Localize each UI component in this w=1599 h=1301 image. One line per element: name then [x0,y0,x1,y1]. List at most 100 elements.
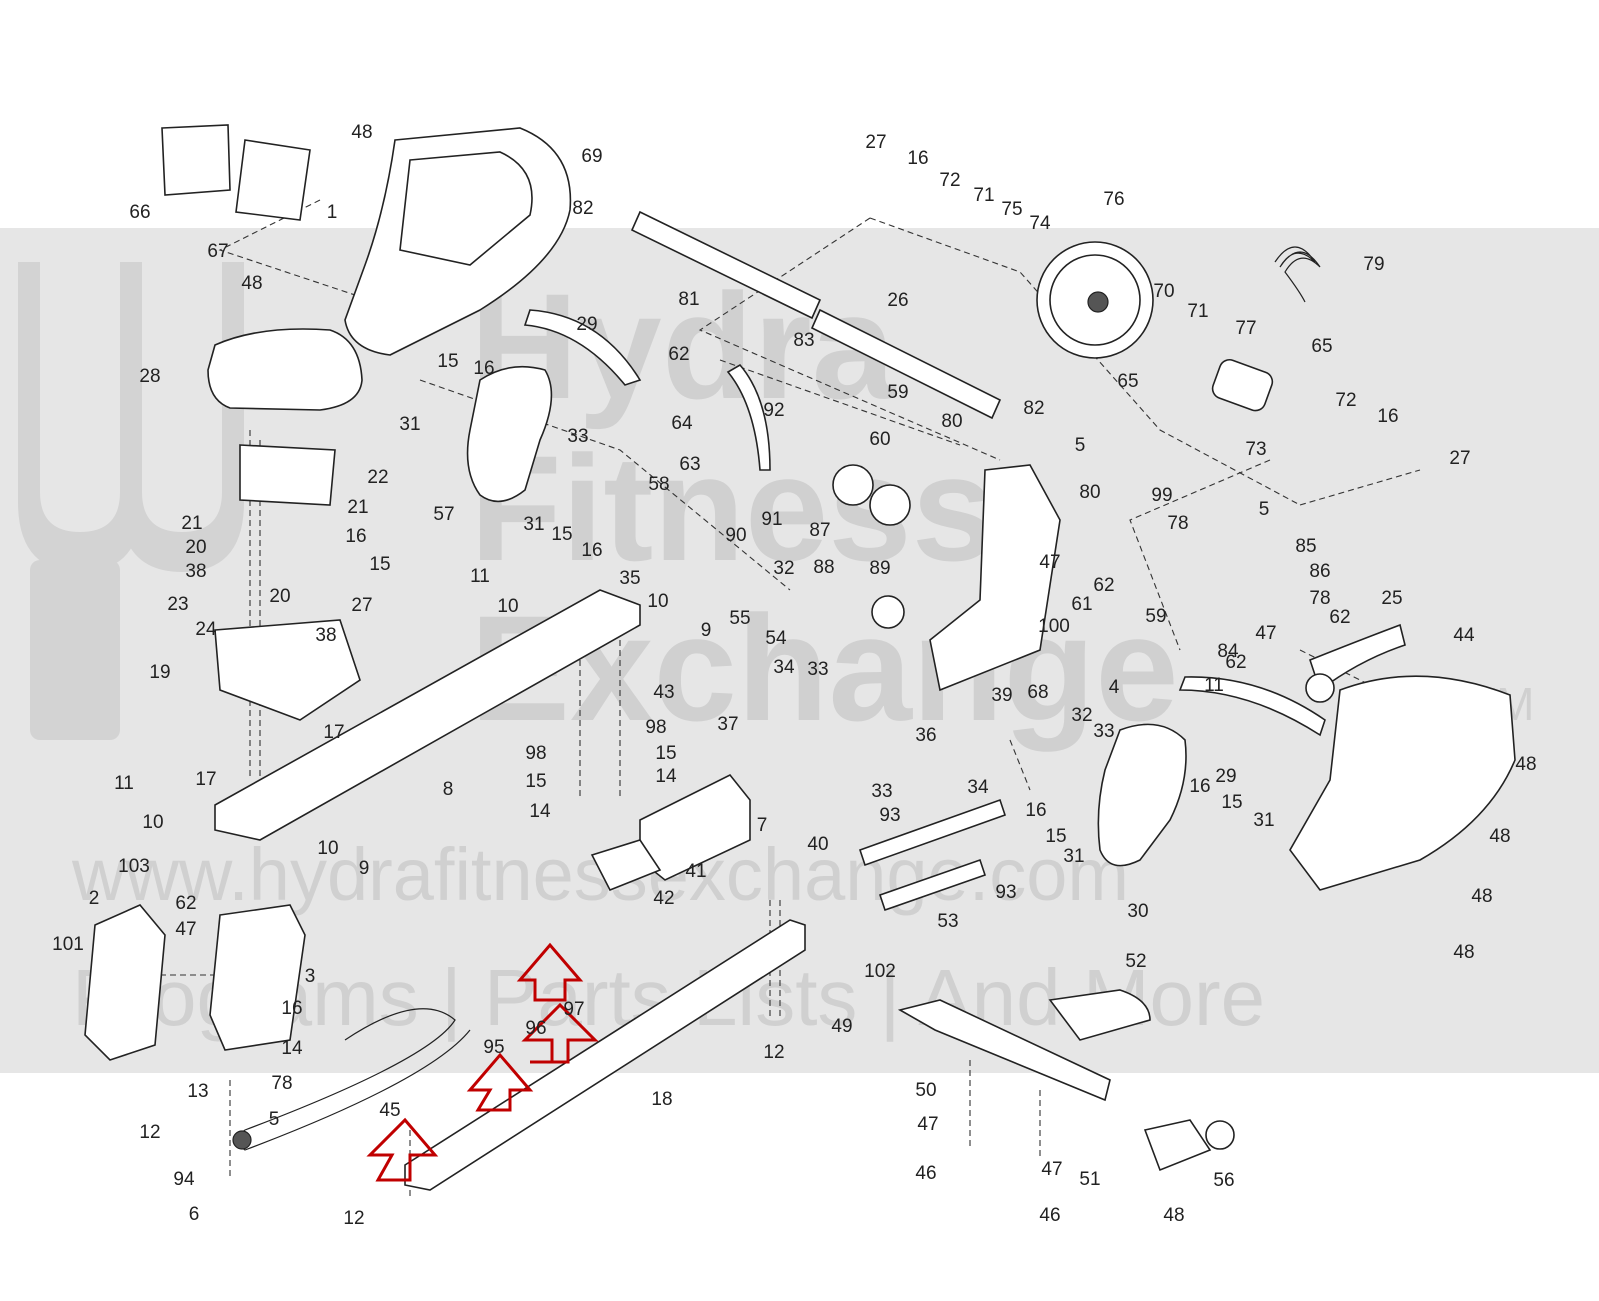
callout-label: 38 [315,625,336,646]
callout-label: 11 [114,773,134,794]
callout-label: 10 [317,838,338,859]
callout-label: 48 [1489,826,1510,847]
callout-label: 82 [1023,398,1044,419]
callout-label: 97 [563,999,584,1020]
callout-label: 27 [865,132,886,153]
callout-label: 16 [1025,800,1046,821]
callout-label: 48 [1515,754,1536,775]
callout-label: 86 [1309,561,1330,582]
callout-label: 43 [653,682,674,703]
callout-label: 14 [655,766,677,787]
callout-label: 46 [915,1163,936,1184]
callout-label: 57 [433,504,454,525]
callout-label: 55 [729,608,750,629]
callout-label: 56 [1213,1170,1234,1191]
callout-label: 16 [1189,776,1210,797]
flywheel-76 [1036,241,1154,359]
callout-label: 26 [887,290,908,311]
callout-label: 80 [941,411,962,432]
console-display-66-67 [161,124,311,221]
shroud-44 [1289,675,1516,891]
callout-label: 72 [1335,390,1356,411]
callout-label: 27 [351,595,372,616]
callout-label: 9 [701,620,712,641]
callout-label: 53 [937,911,958,932]
callout-label: 100 [1038,616,1070,637]
pedal-30 [1097,723,1187,867]
callout-label: 5 [269,1109,280,1130]
callout-label: 51 [1079,1169,1100,1190]
pulleys-60 [832,464,911,629]
callout-label: 82 [572,198,593,219]
callout-label: 93 [995,882,1016,903]
callout-label: 34 [967,777,989,798]
callout-label: 50 [915,1080,936,1101]
callout-label: 31 [1253,810,1274,831]
callout-label: 11 [1204,675,1224,696]
callout-label: 94 [173,1169,195,1190]
callout-label: 102 [864,961,896,982]
callout-label: 2 [89,888,100,909]
callout-label: 63 [679,454,700,475]
callout-label: 10 [142,812,163,833]
callout-label: 29 [1215,766,1236,787]
callout-label: 48 [1163,1205,1184,1226]
callout-label: 33 [807,659,828,680]
callout-label: 18 [651,1089,672,1110]
callout-label: 77 [1235,318,1256,339]
callout-label: 103 [118,856,150,877]
callout-label: 5 [1259,499,1270,520]
callout-label: 15 [525,771,546,792]
callout-label: 83 [793,330,814,351]
callout-label: 48 [241,273,262,294]
callout-label: 14 [281,1038,303,1059]
callout-label: 59 [887,382,908,403]
callout-label: 10 [647,591,668,612]
handle-29 [523,309,1326,737]
callout-label: 65 [1311,336,1332,357]
callout-label: 88 [813,557,834,578]
callout-label: 45 [379,1100,400,1121]
callout-label: 27 [1449,448,1470,469]
callout-label: 98 [525,743,546,764]
callout-label: 67 [207,241,228,262]
callout-label: 66 [129,202,150,223]
callout-label: 62 [1225,652,1246,673]
callout-label: 87 [809,520,830,541]
callout-label: 85 [1295,536,1316,557]
callout-label: 33 [871,781,892,802]
callout-label: 62 [668,344,689,365]
callout-label: 47 [917,1114,938,1135]
callout-label: 21 [181,513,202,534]
callout-label: 28 [139,366,160,387]
callout-label: 16 [473,358,494,379]
callout-label: 92 [763,400,784,421]
red-arrow-3 [366,1117,439,1182]
callout-label: 11 [470,566,490,587]
callout-label: 42 [653,888,674,909]
callout-label: 47 [1255,623,1276,644]
callout-label: 35 [619,568,640,589]
callout-label: 30 [1127,901,1148,922]
belt-45 [232,1008,471,1151]
arm-64 [726,363,771,471]
callout-label: 6 [189,1204,200,1225]
callout-label: 5 [1075,435,1086,456]
callout-label: 1 [327,202,338,223]
callout-label: 32 [1071,705,1092,726]
callout-label: 54 [765,628,787,649]
callout-label: 48 [1453,942,1474,963]
watermark-logo [18,262,244,740]
callout-label: 76 [1103,189,1124,210]
callout-label: 15 [1045,826,1066,847]
console-part-69 [344,127,572,356]
callout-label: 17 [323,722,344,743]
callout-label: 60 [869,429,890,450]
callout-label: 69 [581,146,602,167]
callout-label: 48 [1471,886,1492,907]
callout-label: 25 [1381,588,1402,609]
callout-label: 91 [761,509,782,530]
callout-label: 31 [399,414,420,435]
